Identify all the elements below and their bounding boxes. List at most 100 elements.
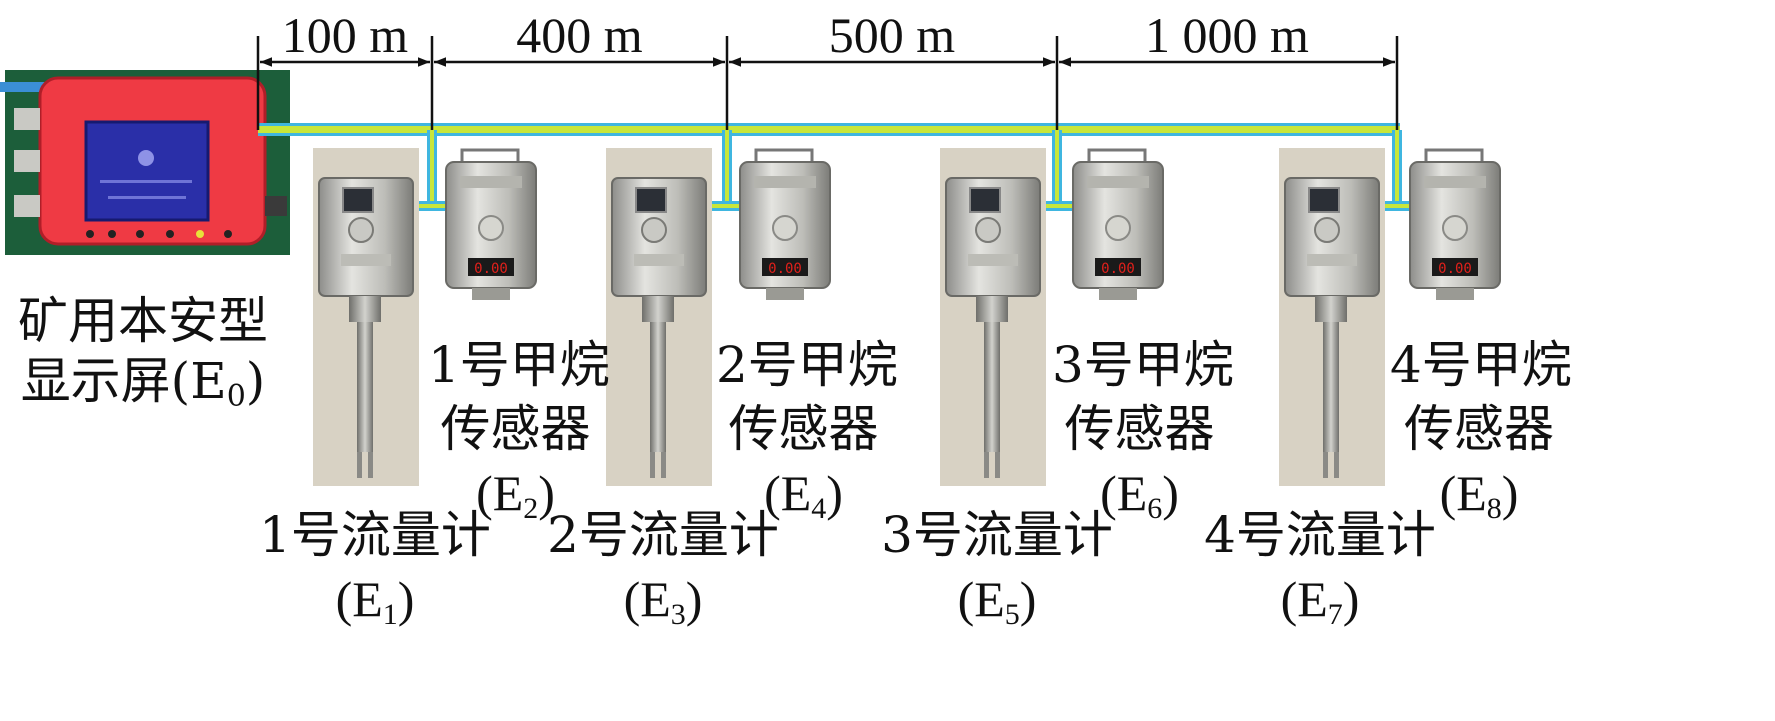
display-label-prefix: 显示屏(E	[20, 352, 227, 410]
sensor-led-panel	[468, 258, 514, 276]
sensor-label-line1: 2号甲烷	[716, 336, 898, 394]
sensor-code: (E8)	[1390, 468, 1568, 524]
code-sub: 5	[1004, 598, 1020, 631]
flowmeter-probe-tip	[995, 452, 1000, 478]
display-button	[224, 230, 232, 238]
distance-label-2: 400 m	[516, 7, 643, 63]
drop-cable-core	[725, 130, 729, 208]
display-label-line2: 显示屏(E0)	[8, 356, 278, 412]
flowmeter-neck	[349, 296, 381, 322]
sensor-label-1: 1号甲烷 传感器 (E2)	[428, 340, 610, 525]
display-label: 矿用本安型 显示屏(E0)	[8, 296, 278, 412]
display-button	[86, 230, 94, 238]
link-cable-core	[408, 204, 456, 208]
flowmeter-label-line1: 2号流量计	[547, 506, 779, 564]
code-sub: 3	[670, 598, 686, 631]
sensor-label-3: 3号甲烷 传感器 (E6)	[1052, 336, 1234, 524]
stations: 0.00 0.00 0.00 0.00	[313, 130, 1501, 486]
distance-label-1: 100 m	[281, 7, 409, 63]
sensor-label-line2: 传感器	[440, 400, 591, 458]
flowmeter-nameplate	[1307, 254, 1357, 266]
sensor-led-reading: 0.00	[1101, 261, 1135, 277]
drop-cable-core	[1395, 130, 1399, 208]
flowmeter-label-line1: 1号流量计	[259, 506, 491, 564]
display-button	[166, 230, 174, 238]
display-button	[108, 230, 116, 238]
link-cable-core	[1035, 204, 1083, 208]
flowmeter-probe	[357, 322, 373, 452]
flowmeter-knob-icon	[641, 217, 667, 243]
flowmeter-code: (E3)	[543, 574, 783, 630]
flowmeter-probe	[1323, 322, 1339, 452]
sensor-speaker-icon	[772, 215, 798, 241]
sensor-nameplate	[1087, 176, 1149, 188]
flowmeter-probe-tip	[661, 452, 666, 478]
sensor-label-line2: 传感器	[1404, 400, 1554, 458]
code-suffix: )	[397, 571, 415, 627]
sensor-base	[766, 288, 804, 300]
sensor-led-panel	[1432, 258, 1478, 276]
link-cable-core	[1374, 204, 1420, 208]
sensor-base	[472, 288, 510, 300]
display-indicator-light	[196, 230, 204, 238]
sensor-led-reading: 0.00	[474, 261, 508, 277]
flowmeter-probe	[650, 322, 666, 452]
sensor-led-reading: 0.00	[1438, 261, 1472, 277]
code-prefix: (E	[623, 571, 671, 627]
code-sub: 4	[811, 492, 827, 525]
flowmeter-screen	[1308, 187, 1340, 213]
code-suffix: )	[538, 465, 555, 521]
flowmeter-label-line1: 3号流量计	[881, 506, 1113, 564]
sensor-led-panel	[762, 258, 808, 276]
display-screen	[84, 120, 210, 222]
dimension-lines	[256, 36, 1399, 130]
code-suffix: )	[1019, 571, 1037, 627]
sensor-speaker-icon	[478, 215, 504, 241]
display-device	[0, 70, 290, 255]
sensor-label-4: 4号甲烷 传感器 (E8)	[1390, 336, 1572, 524]
display-label-line1: 矿用本安型	[18, 292, 268, 350]
code-prefix: (E	[957, 571, 1005, 627]
distance-label-3: 500 m	[828, 7, 956, 63]
flowmeter-code: (E7)	[1200, 574, 1440, 630]
main-cable	[258, 123, 1400, 136]
flowmeter-neck	[642, 296, 674, 322]
sensor-label-line1: 4号甲烷	[1390, 336, 1572, 394]
flowmeter-screen	[342, 187, 374, 213]
code-suffix: )	[685, 571, 703, 627]
display-cable-stub	[0, 82, 48, 92]
display-port-3	[14, 195, 40, 217]
flowmeter-nameplate	[968, 254, 1018, 266]
sensor-label-line2: 传感器	[728, 400, 879, 458]
flowmeter-probe-tip	[650, 452, 655, 478]
display-screen-text	[100, 180, 192, 183]
sensor-speaker-icon	[1442, 215, 1468, 241]
sensor-label-line2: 传感器	[1064, 400, 1215, 458]
flowmeter-knob-icon	[975, 217, 1001, 243]
code-suffix: )	[826, 465, 843, 521]
code-prefix: (E	[764, 465, 812, 521]
sensor-base	[1099, 288, 1137, 300]
code-prefix: (E	[1439, 465, 1487, 521]
flowmeter-code: (E5)	[877, 574, 1117, 630]
flowmeter-code: (E1)	[255, 574, 495, 630]
link-cable-core	[701, 204, 750, 208]
sensor-hanger	[754, 148, 814, 164]
code-suffix: )	[1501, 465, 1519, 521]
code-sub: 7	[1327, 598, 1343, 631]
flowmeter-label-1: 1号流量计 (E1)	[255, 510, 495, 630]
sensor-label-line1: 3号甲烷	[1052, 336, 1234, 394]
sensor-led-reading: 0.00	[768, 261, 802, 277]
cable-inner	[258, 126, 1400, 133]
code-sub: 2	[523, 492, 539, 525]
display-logo-icon	[138, 150, 154, 166]
flowmeter-nameplate	[341, 254, 391, 266]
sensor-nameplate	[754, 176, 816, 188]
flowmeter-screen	[969, 187, 1001, 213]
distance-label-4: 1 000 m	[1145, 7, 1309, 63]
flowmeter-probe	[984, 322, 1000, 452]
drop-cable-core	[430, 130, 434, 208]
code-sub: 1	[382, 598, 398, 631]
